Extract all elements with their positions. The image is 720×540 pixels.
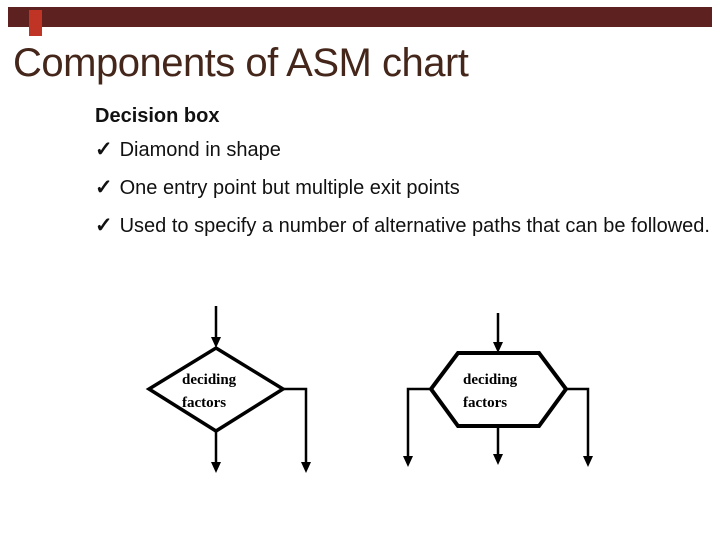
diamond-entry-arrowhead (211, 337, 221, 348)
hexagon-label-line2: factors (463, 395, 507, 411)
diamond-right-exit-line (283, 387, 308, 463)
top-bar (8, 7, 712, 27)
slide-title: Components of ASM chart (13, 41, 469, 85)
top-accent-tab (29, 10, 42, 36)
checkmark-icon: ✓ (95, 138, 113, 161)
decision-hexagon-figure: deciding factors (403, 313, 593, 467)
diamond-shape (145, 345, 287, 434)
diamond-label-line1: deciding (182, 372, 237, 388)
diamond-right-exit-arrowhead (301, 462, 311, 473)
body-text-block: Decision box ✓ Diamond in shape ✓ One entr… (95, 103, 715, 250)
bullet-text: Diamond in shape (119, 139, 281, 161)
hexagon-label-line1: deciding (463, 372, 518, 388)
hexagon-left-exit-arrowhead (403, 456, 413, 467)
diamond-label-line2: factors (182, 395, 226, 411)
hexagon-left-exit-line (406, 387, 431, 457)
hexagon-bottom-exit-arrowhead (493, 454, 503, 465)
checkmark-icon: ✓ (95, 176, 113, 199)
bullet-text: One entry point but multiple exit points (119, 177, 460, 199)
hexagon-right-exit-arrowhead (583, 456, 593, 467)
hexagon-right-exit-line (566, 387, 590, 457)
bullet-text: Used to specify a number of alternative … (119, 215, 710, 237)
checkmark-icon: ✓ (95, 214, 113, 237)
bullet-item: ✓ Used to specify a number of alternative… (95, 212, 715, 240)
bullet-item: ✓ One entry point but multiple exit point… (95, 174, 715, 202)
decision-diamond-figure: deciding factors (145, 306, 311, 473)
hexagon-shape (428, 351, 569, 428)
bullet-item: ✓ Diamond in shape (95, 136, 715, 164)
hexagon-entry-arrowhead (493, 342, 503, 353)
diamond-bottom-exit-arrowhead (211, 462, 221, 473)
section-heading: Decision box (95, 105, 220, 127)
